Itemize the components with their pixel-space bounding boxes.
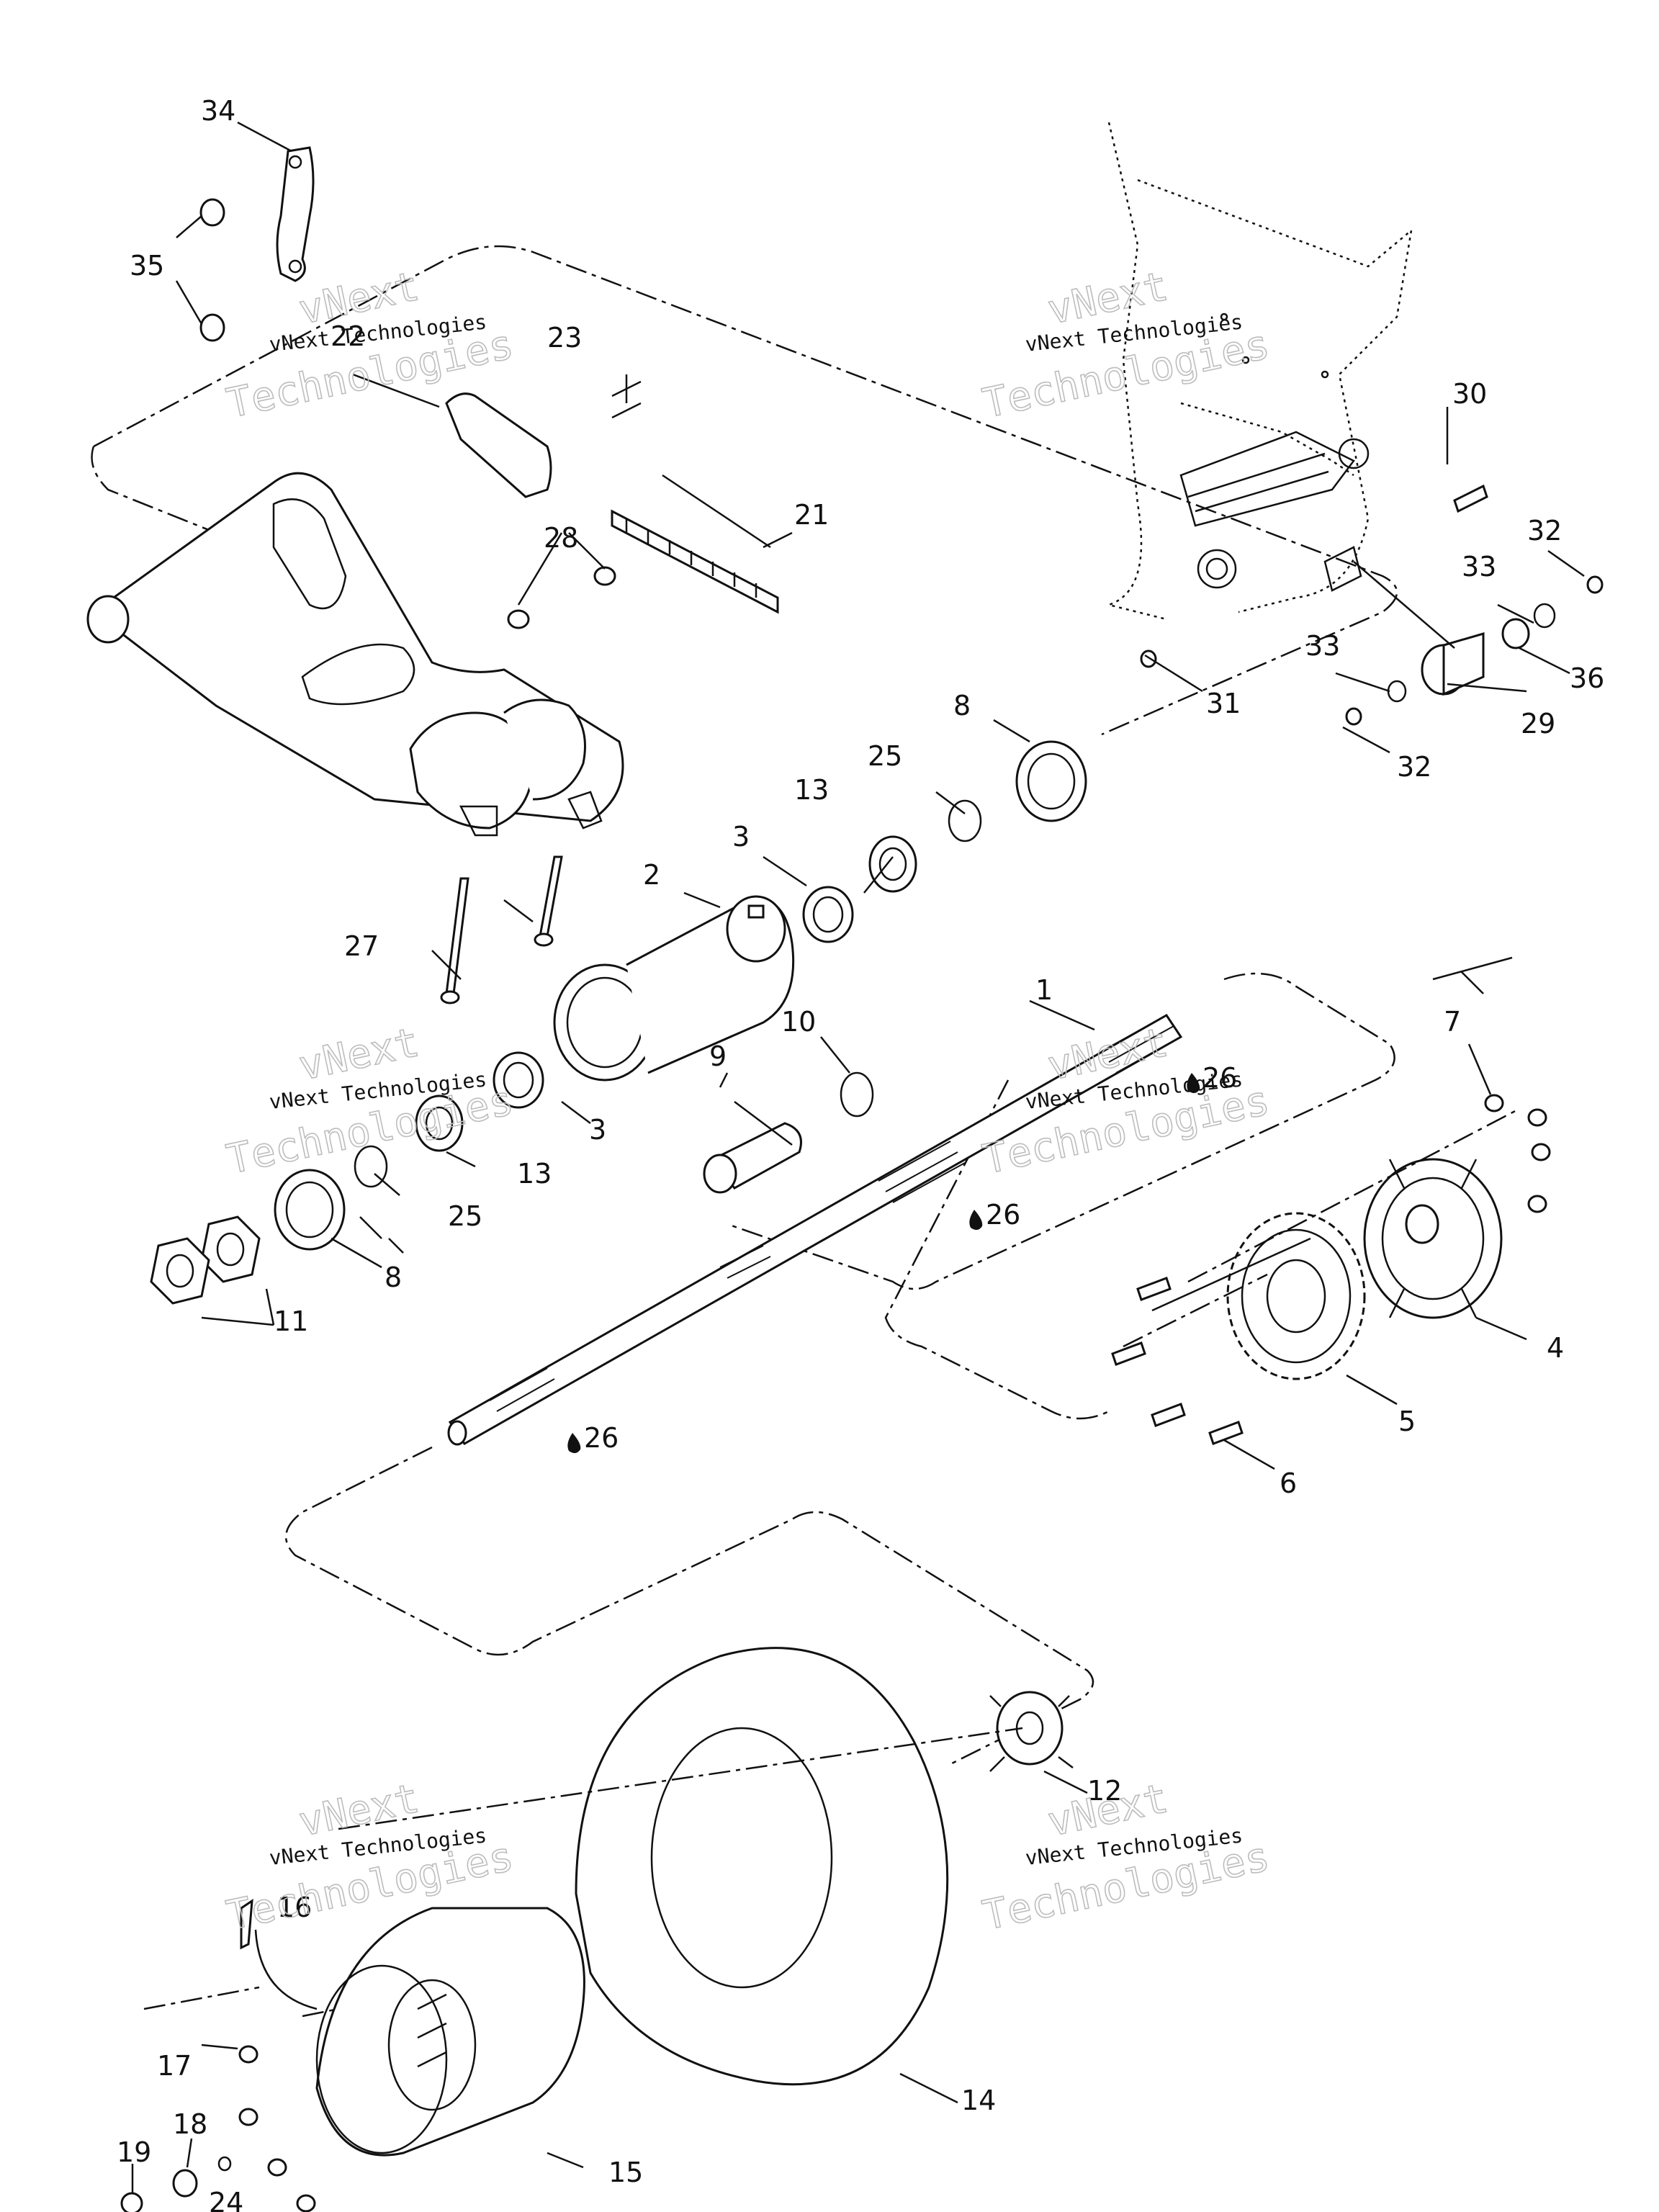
tire-14 [575,1647,949,2086]
callout-35: 35 [130,250,164,282]
callout-1: 1 [1035,974,1053,1006]
callout-labels: 1 2 3 3 4 5 6 7 8 8 9 10 11 12 13 13 14 … [117,95,1604,2212]
callout-32b: 32 [1397,751,1431,783]
wheel-hardware [120,1899,316,2212]
o-ring-25 [354,799,982,1188]
rim-15 [315,1907,585,2157]
callout-2: 2 [643,859,660,891]
rear-axle-1 [447,1014,1183,1446]
seal-13 [415,835,917,1152]
chain-guide-22 [445,392,552,498]
callout-17: 17 [157,2050,192,2082]
bracket-34 [276,146,315,282]
callout-8b: 8 [385,1262,402,1293]
bushing-35 [199,198,225,342]
callout-15: 15 [608,2157,643,2188]
callout-26b: 26 [986,1199,1020,1231]
callout-8a: 8 [953,690,971,721]
frame-section [1105,122,1413,621]
eccentric-housing-2 [553,895,795,1082]
callout-31: 31 [1206,688,1241,719]
callout-25b: 25 [448,1200,482,1232]
callout-13b: 13 [517,1158,552,1190]
callout-3b: 3 [589,1114,606,1146]
callout-9: 9 [709,1040,727,1072]
swingarm [86,472,624,837]
lock-nuts-11 [150,1215,261,1305]
callout-6: 6 [1280,1467,1297,1499]
sprocket-5 [1226,1212,1366,1380]
callout-19: 19 [117,2136,151,2168]
nuts-28 [507,566,616,629]
callout-3a: 3 [732,821,750,853]
sprocket-group-outline [884,1079,1110,1420]
wheel-group-outline [284,1446,1094,1766]
callout-22: 22 [331,320,365,352]
callout-14: 14 [961,2085,996,2116]
callout-29: 29 [1521,708,1555,739]
callout-27: 27 [344,930,379,962]
callout-16: 16 [277,1892,312,1923]
callout-26a: 26 [1202,1062,1237,1094]
axle-group-outline [727,972,1395,1290]
bearing-3 [493,886,854,1109]
chain-21 [611,509,779,614]
callout-18: 18 [173,2108,207,2140]
callout-23: 23 [547,322,582,354]
o-ring-10 [840,1071,874,1118]
callout-12: 12 [1087,1775,1122,1807]
callout-30: 30 [1452,378,1487,410]
seal-ring-8 [274,740,1087,1251]
callout-33a: 33 [1462,551,1496,583]
callout-32a: 32 [1527,515,1562,547]
sprocket-bolts-6 [1111,1277,1244,1445]
callout-33b: 33 [1305,630,1340,662]
callout-28: 28 [544,522,578,554]
pivot-hardware [1140,484,1604,726]
callout-36: 36 [1570,662,1604,694]
callout-7: 7 [1444,1006,1461,1038]
sprocket-nuts-7 [1484,1094,1551,1213]
wheel-hub-12 [989,1691,1074,1772]
callout-26c: 26 [584,1422,619,1454]
grease-drop-icon [567,1073,1200,1454]
callout-24: 24 [209,2187,243,2212]
centre-lines [143,1107,1520,2018]
callout-4: 4 [1547,1332,1564,1364]
callout-11: 11 [274,1305,308,1337]
callout-21: 21 [794,499,829,531]
callout-13a: 13 [794,774,829,806]
callout-5: 5 [1398,1406,1416,1437]
sprocket-hub-4 [1363,1158,1503,1319]
callout-10: 10 [781,1006,816,1038]
leader-lines [131,121,1585,2193]
spacer-9 [703,1122,802,1194]
callout-34: 34 [201,95,235,127]
callout-25a: 25 [868,740,902,772]
bolts-27 [440,855,563,1004]
